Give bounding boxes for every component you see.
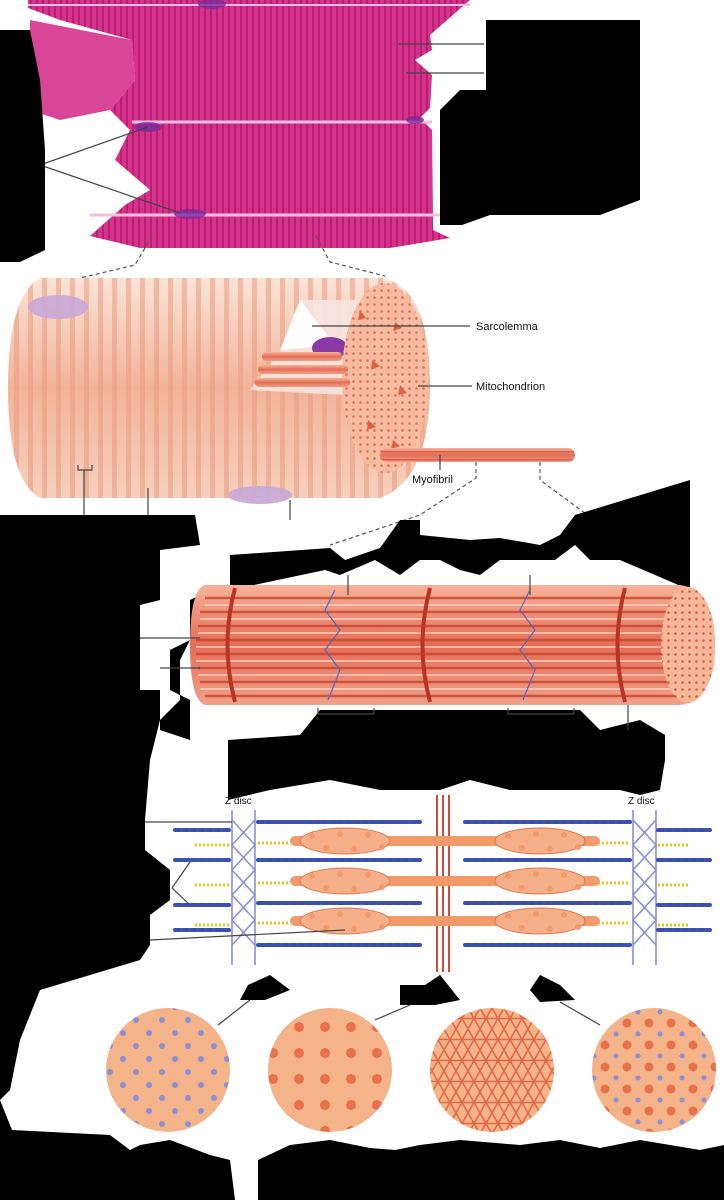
z-disc-label-left: Z disc: [225, 796, 252, 807]
redacted-label-bottom: [0, 1100, 235, 1200]
nucleus: [174, 209, 206, 219]
redacted-tag: [400, 975, 460, 1005]
redacted-label-right-lower: [440, 110, 490, 225]
muscle-fiber-bundle: [28, 0, 470, 248]
cross-section-overlap: [592, 1008, 716, 1132]
redacted-tag: [530, 975, 575, 1002]
actin-filaments: [173, 820, 712, 947]
z-disc-right: [631, 810, 658, 965]
cross-section-m-line: [430, 1008, 554, 1132]
nucleus: [228, 486, 292, 504]
sarcolemma-label: Sarcolemma: [476, 321, 539, 333]
redacted-label-bottom-2: [258, 1140, 724, 1200]
titin-filaments: [195, 841, 690, 927]
nucleus: [198, 0, 226, 9]
cross-section-i-band: [106, 1008, 230, 1132]
redacted-label-left: [0, 30, 45, 262]
z-disc-label-right: Z disc: [628, 796, 655, 807]
mitochondrion-label: Mitochondrion: [476, 381, 545, 393]
redacted-tag: [240, 975, 290, 1000]
redacted-label-band: [0, 480, 690, 820]
muscle-fiber-section: Sarcolemma Mitochondrion Myofibril: [8, 278, 686, 586]
myofibril-cylinder: [190, 585, 715, 705]
myofibril-end: [661, 587, 715, 703]
z-disc-left: [230, 810, 257, 965]
redacted-label-band-2: [228, 710, 665, 800]
nucleus: [406, 116, 424, 124]
cross-section-h-zone: [268, 1008, 392, 1132]
cross-sections: [106, 1008, 716, 1132]
myofibril-section: [140, 575, 715, 730]
muscle-fiber-front: [30, 20, 135, 120]
sarcomere-section: Z disc Z disc: [140, 795, 712, 1000]
nucleus: [28, 295, 88, 319]
myofibril-label: Myofibril: [412, 474, 453, 486]
myosin-filaments: [290, 827, 600, 935]
muscle-tissue-section: [0, 0, 640, 279]
redacted-label-lower-left: [0, 820, 170, 1100]
